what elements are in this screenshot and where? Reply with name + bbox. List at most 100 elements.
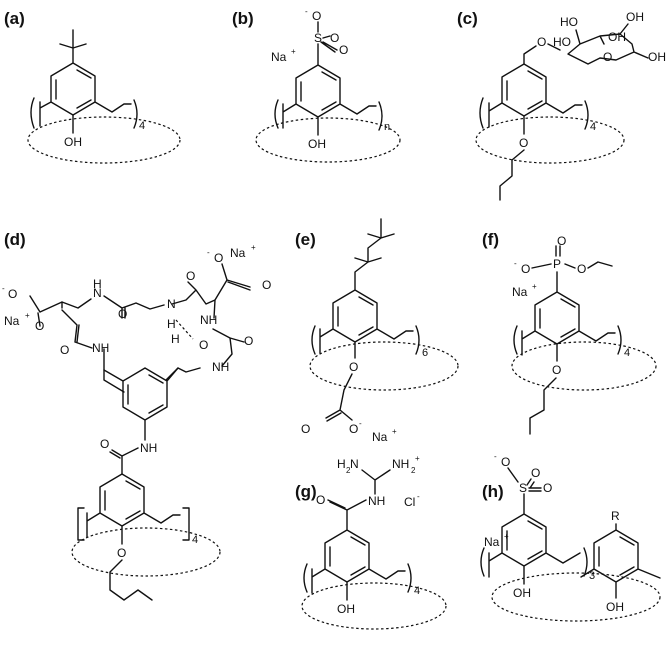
atom-c-oh3: OH [648, 50, 666, 64]
atom-h-na: Na [484, 535, 500, 549]
molecule-d-peptide-bonds [29, 263, 251, 393]
repeat-g-n: 4 [414, 585, 420, 597]
atom-c-oh2: OH [608, 30, 626, 44]
atom-g-o: O [316, 493, 325, 507]
atom-d-nh3: NH [92, 341, 109, 355]
charge-b-na: + [291, 47, 296, 56]
panel-g-label: (g) [295, 482, 317, 501]
macrocycle-ring-b [255, 117, 401, 163]
atom-d-h2: H [167, 317, 176, 331]
atom-c-o-ether: O [519, 136, 528, 150]
repeat-d-n: 4 [192, 534, 198, 546]
molecule-f-bonds [521, 245, 616, 362]
atom-d-nh4: NH [200, 313, 217, 327]
atom-c-oh1: OH [626, 10, 644, 24]
panel-b: (b) O - S O O Na + OH n [232, 7, 401, 163]
atom-d-h-dot: H [171, 332, 180, 346]
molecule-e-bonds [319, 218, 414, 359]
atom-b-o1: O [330, 31, 339, 45]
atom-g-sub2a: 2 [346, 466, 351, 475]
atom-f-o1: O [557, 234, 566, 248]
charge-d-o2: - [2, 284, 5, 293]
panel-f: (f) O O - P O Na + 4 O [482, 230, 657, 435]
atom-e-o3: O [349, 422, 358, 436]
atom-d-na2: Na [4, 314, 20, 328]
atom-b-o2: O [339, 43, 348, 57]
panel-e-label: (e) [295, 230, 316, 249]
panel-a: (a) OH 4 [4, 9, 181, 164]
atom-b-o-minus: O [312, 9, 321, 23]
bracket-d [77, 507, 190, 541]
atom-g-nh: NH [368, 494, 385, 508]
central-benzene-d [103, 367, 179, 441]
atom-g-h2n: H [337, 457, 346, 471]
macrocycle-ring-a [27, 116, 181, 164]
charge-e-na: + [392, 427, 397, 436]
repeat-h-n: 3 [589, 570, 595, 582]
panel-h-label: (h) [482, 482, 504, 501]
macrocycle-ring-c [475, 116, 625, 164]
repeat-e-n: 6 [422, 347, 428, 359]
atom-b-s: S [314, 31, 322, 45]
butyl-chain-f [529, 377, 557, 435]
hbond-d [175, 319, 194, 340]
bracket-a-left [30, 97, 35, 129]
macrocycle-ring-e [309, 341, 459, 391]
panel-c-label: (c) [457, 9, 478, 28]
charge-g-cl: - [417, 492, 420, 501]
macrocycle-ring-g [301, 582, 447, 630]
atom-c-ho1: HO [560, 15, 578, 29]
bracket-h-right [583, 547, 588, 577]
atom-f-na: Na [512, 285, 528, 299]
bracket-h-left [480, 547, 485, 577]
amide-d [109, 447, 139, 475]
bracket-b [274, 99, 383, 131]
atom-d-nh5: NH [212, 360, 229, 374]
atom-h-s: S [519, 481, 527, 495]
repeat-c-n: 4 [590, 121, 596, 133]
panel-h: (h) O - S O O Na + R 3 OH OH [480, 452, 661, 622]
atom-d-o5: O [199, 338, 208, 352]
atom-f-o2: O [577, 262, 586, 276]
atom-d-n1: N [93, 286, 102, 300]
atom-d-o-minus2: O [8, 287, 17, 301]
atom-h-oh1: OH [513, 586, 531, 600]
charge-f-o: - [514, 259, 517, 268]
atom-c-ho2: HO [553, 35, 571, 49]
molecule-d-calix-bonds [86, 473, 181, 545]
atom-h-o2: O [543, 481, 552, 495]
repeat-f-n: 4 [624, 347, 630, 359]
bracket-e [311, 325, 420, 355]
atom-f-o3: O [552, 363, 561, 377]
panel-d: (d) Na + O - O O - Na + O N H N H O O O … [2, 230, 271, 601]
panel-f-label: (f) [482, 230, 499, 249]
charge-f-na: + [532, 282, 537, 291]
atom-d-o-ether: O [117, 546, 126, 560]
bracket-c [479, 97, 589, 130]
macrocycle-ring-f [511, 341, 657, 391]
atom-h-r: R [611, 509, 620, 523]
atom-g-nh2: NH [392, 457, 409, 471]
macrocycle-ring-d [71, 527, 221, 577]
molecule-a-bonds [39, 29, 132, 127]
atom-f-o-minus: O [521, 262, 530, 276]
panel-d-label: (d) [4, 230, 26, 249]
atom-d-nh6: NH [140, 441, 157, 455]
propyl-chain-c [499, 149, 525, 201]
molecule-g-bonds [311, 469, 406, 601]
molecule-c-sugar-bonds [523, 23, 649, 65]
charge-d-na1: + [251, 243, 256, 252]
charge-d-na2: + [25, 311, 30, 320]
atom-d-o6: O [244, 334, 253, 348]
repeat-a-n: 4 [139, 120, 145, 132]
atom-g-cl: Cl [404, 495, 415, 509]
atom-d-o8: O [100, 437, 109, 451]
atom-e-na: Na [372, 430, 388, 444]
macrocycle-ring-h [491, 572, 661, 622]
panel-c: (c) OH HO OH O HO O OH O 4 [457, 9, 666, 201]
atom-c-o-ring: O [603, 50, 612, 64]
atom-b-oh: OH [308, 137, 326, 151]
charge-d-o1: - [207, 248, 210, 257]
atom-c-o: O [537, 35, 546, 49]
